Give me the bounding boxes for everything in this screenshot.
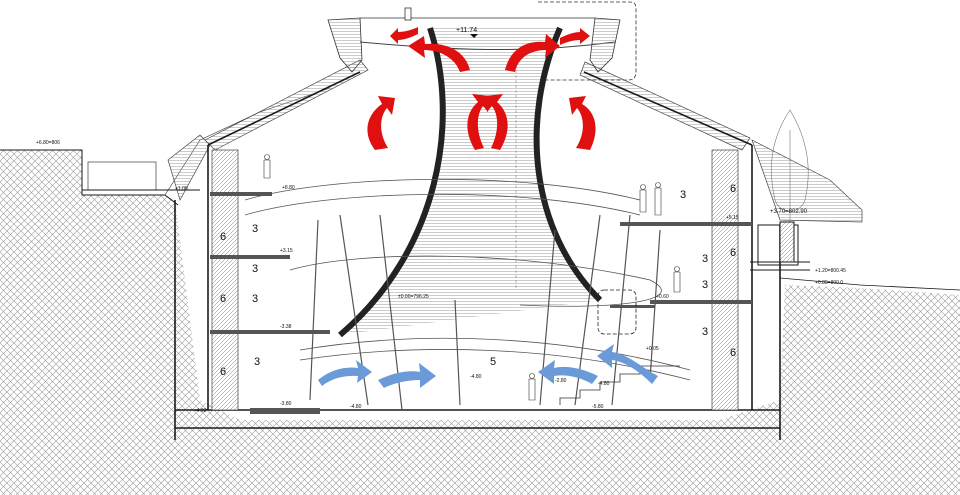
room-number: 3 (252, 223, 258, 235)
floor-slabs (210, 192, 752, 414)
left-platform (82, 161, 200, 191)
level-tag: +0.05 (646, 346, 659, 352)
right-terrace (750, 221, 810, 271)
room-number: 6 (730, 183, 736, 195)
hot-air-arrow-icon (367, 27, 596, 150)
room-number: 6 (220, 366, 226, 378)
level-tag: +5.15 (726, 215, 739, 221)
central-funnel (338, 26, 616, 338)
level-tag: +1.00 (175, 186, 188, 192)
level-tag: -2.80 (555, 378, 567, 384)
room-number: 3 (252, 293, 258, 305)
level-tag: -4.93 (195, 408, 207, 414)
elevation-mid-tower: ±0.00=796.25 (398, 294, 429, 300)
level-tag: +3.15 (280, 248, 293, 254)
elevation-right-ground: +3.70=802.90 (770, 209, 808, 215)
room-number: 6 (220, 293, 226, 305)
room-number: 3 (702, 253, 708, 265)
room-number: 6 (730, 247, 736, 259)
room-number: 3 (252, 263, 258, 275)
level-tag: +0.60 (656, 294, 669, 300)
room-number: 3 (702, 279, 708, 291)
level-tag: -5.80 (592, 404, 604, 410)
top-crown (327, 1, 637, 81)
cool-air-arrow-icon (318, 344, 658, 388)
level-tag: -4.80 (598, 381, 610, 387)
elevation-left-ground: +6.80=806 (36, 140, 60, 146)
roof-left-stepped (167, 59, 369, 201)
level-tag: -3.80 (280, 401, 292, 407)
room-number: 6 (730, 347, 736, 359)
person-figure-icon (263, 154, 681, 401)
detail-callout (597, 289, 637, 335)
level-tag: -4.80 (350, 404, 362, 410)
roof-right-stepped (579, 61, 863, 223)
elevation-right-small-2: +0.80=800.0 (815, 280, 843, 286)
level-markers: +6.80=806 +11.74 +3.70=802.90 +1.20=800.… (36, 27, 846, 414)
room-number-center: 5 (490, 356, 496, 368)
elevation-right-small-1: +1.20=800.45 (815, 268, 846, 274)
level-tag: +8.80 (282, 185, 295, 191)
tree-icon (771, 109, 809, 225)
room-numbers-left: 6 3 3 6 3 6 3 (220, 223, 260, 378)
right-core-wall (711, 149, 739, 411)
room-number: 3 (254, 356, 260, 368)
room-number: 6 (220, 231, 226, 243)
elevation-top: +11.74 (456, 27, 477, 34)
level-tag: -4.80 (470, 374, 482, 380)
level-tag: -3.38 (280, 324, 292, 330)
room-number: 3 (680, 189, 686, 201)
room-number: 3 (702, 326, 708, 338)
room-numbers-right: 3 6 3 6 3 3 6 (680, 183, 736, 359)
